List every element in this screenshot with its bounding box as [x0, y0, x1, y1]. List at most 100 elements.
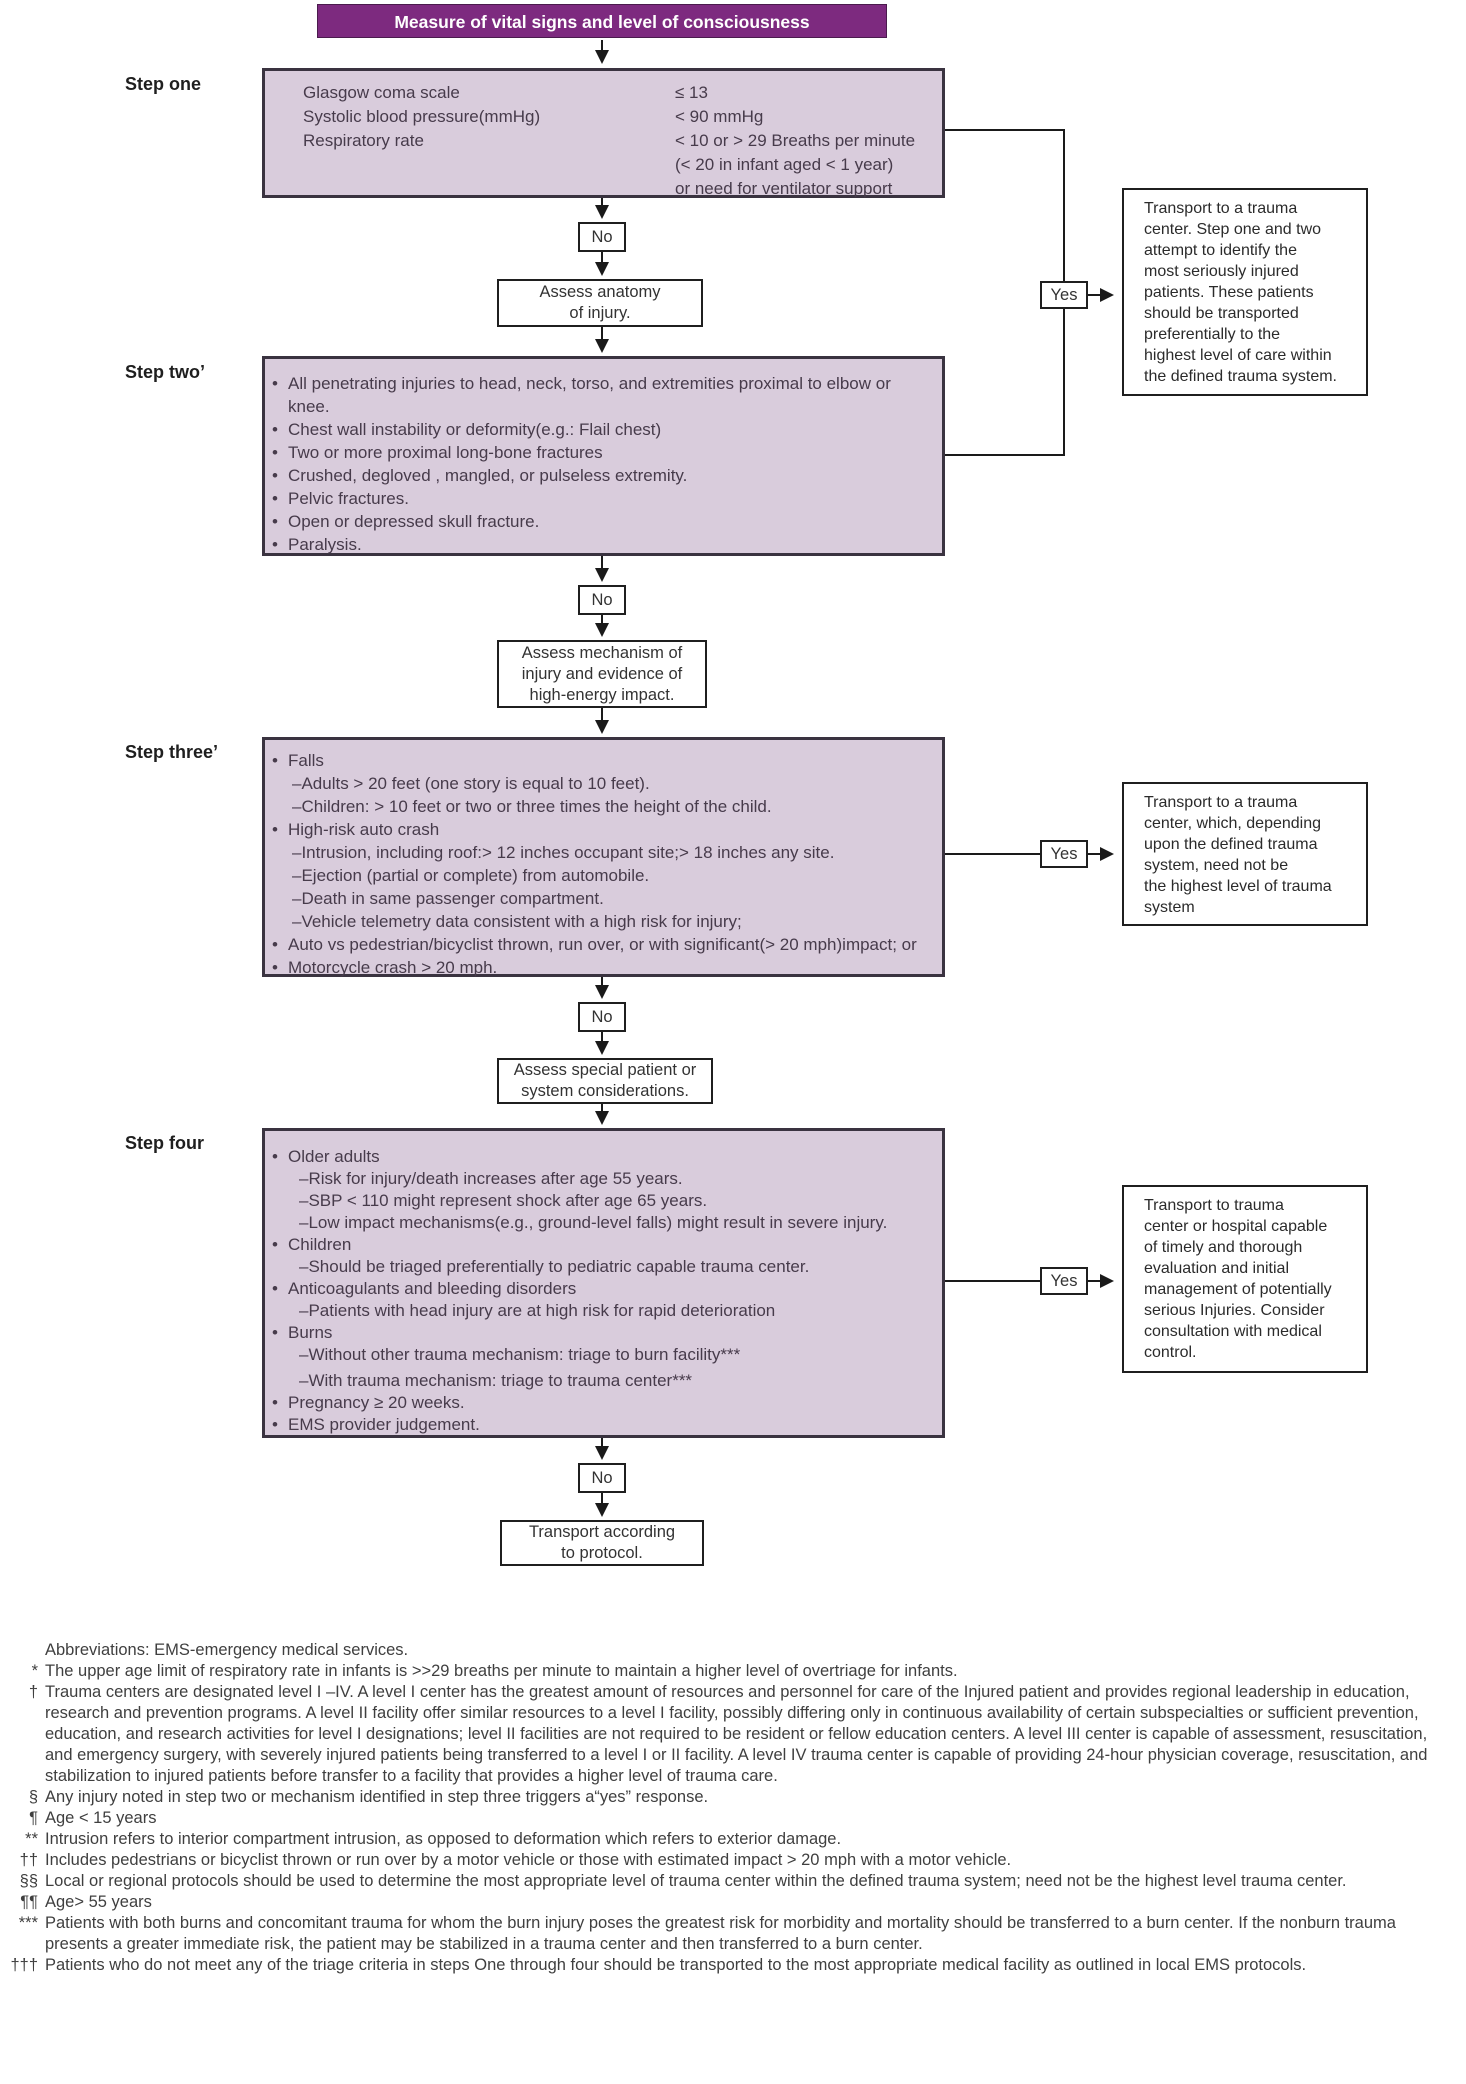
criteria-line: –Intrusion, including roof:> 12 inches o… [292, 843, 835, 862]
vital-signs-values: ≤ 13 < 90 mmHg < 10 or > 29 Breaths per … [675, 81, 915, 201]
footnote-marker: §§ [19, 1872, 38, 1890]
footnote-marker [0, 1640, 45, 1661]
criteria-line: Chest wall instability or deformity(e.g.… [265, 418, 928, 441]
criteria-line: Systolic blood pressure(mmHg) [303, 107, 541, 126]
criteria-line: –Low impact mechanisms(e.g., ground-leve… [299, 1213, 888, 1232]
footnote-row: ††† Patients who do not meet any of the t… [0, 1955, 1452, 1976]
footnote-text: Age < 15 years [45, 1809, 157, 1827]
no-box-2: No [578, 585, 626, 615]
footnote-marker: * [31, 1662, 38, 1680]
criteria-line: or need for ventilator support [675, 179, 893, 198]
step-one-criteria-box: Glasgow coma scale Systolic blood pressu… [262, 68, 945, 198]
footnote-text: Intrusion refers to interior compartment… [45, 1830, 842, 1848]
yes-box-2: Yes [1040, 840, 1088, 868]
no-label: No [591, 1468, 613, 1487]
vital-signs-names: Glasgow coma scale Systolic blood pressu… [303, 81, 540, 153]
footnote-marker: ††† [10, 1956, 38, 1974]
step-four-criteria-box: Older adults –Risk for injury/death incr… [262, 1128, 945, 1438]
footnote-row: ** Intrusion refers to interior compartme… [0, 1829, 1452, 1850]
transport-trauma-center-box-3: Transport to trauma center or hospital c… [1122, 1185, 1368, 1373]
yes-label: Yes [1050, 844, 1078, 863]
step-two-criteria-box: All penetrating injuries to head, neck, … [262, 356, 945, 556]
footnote-row: * The upper age limit of respiratory rate… [0, 1661, 1452, 1682]
no-label: No [591, 590, 613, 609]
assess-special-box: Assess special patient or system conside… [497, 1058, 713, 1104]
footnote-marker: ¶¶ [20, 1893, 38, 1911]
criteria-line: –With trauma mechanism: triage to trauma… [299, 1371, 693, 1390]
no-box-4: No [578, 1463, 626, 1493]
criteria-line: Pregnancy ≥ 20 weeks. [265, 1392, 936, 1414]
step-three-label: Step three’ [125, 742, 219, 762]
criteria-line: –Death in same passenger compartment. [292, 889, 604, 908]
footnotes: Abbreviations: EMS-emergency medical ser… [0, 1640, 1452, 1976]
criteria-line: –Should be triaged preferentially to ped… [299, 1257, 810, 1276]
criteria-line: –SBP < 110 might represent shock after a… [299, 1191, 708, 1210]
criteria-line: Falls [265, 749, 936, 772]
criteria-line: Auto vs pedestrian/bicyclist thrown, run… [265, 933, 936, 956]
criteria-line: Older adults [265, 1146, 936, 1168]
criteria-line: Burns [265, 1322, 936, 1344]
footnote-row: §§ Local or regional protocols should be … [0, 1871, 1452, 1892]
criteria-line: –Adults > 20 feet (one story is equal to… [292, 774, 650, 793]
no-box-1: No [578, 222, 626, 252]
criteria-line: Pelvic fractures. [265, 487, 928, 510]
criteria-line: Open or depressed skull fracture. [265, 510, 928, 533]
footnote-row: † Trauma centers are designated level I –… [0, 1682, 1452, 1787]
footnote-text: Includes pedestrians or bicyclist thrown… [45, 1851, 1012, 1869]
criteria-line: –Ejection (partial or complete) from aut… [292, 866, 650, 885]
criteria-line: Two or more proximal long-bone fractures [265, 441, 928, 464]
footnote-text: Local or regional protocols should be us… [45, 1872, 1347, 1890]
footnote-marker: ¶ [29, 1809, 38, 1827]
criteria-line: High-risk auto crash [265, 818, 936, 841]
yes-label: Yes [1050, 285, 1078, 304]
yes-box-3: Yes [1040, 1267, 1088, 1295]
criteria-line: EMS provider judgement. [265, 1414, 936, 1436]
criteria-line: –Children: > 10 feet or two or three tim… [292, 797, 772, 816]
assess-anatomy-box: Assess anatomy of injury. [497, 279, 703, 327]
criteria-line: Children [265, 1234, 936, 1256]
transport-trauma-center-box-1: Transport to a trauma center. Step one a… [1122, 188, 1368, 396]
footnote-marker: †† [19, 1851, 38, 1869]
footnote-text: The upper age limit of respiratory rate … [45, 1662, 958, 1680]
footnote-row: *** Patients with both burns and concomit… [0, 1913, 1452, 1955]
step-four-label: Step four [125, 1133, 204, 1153]
step-one-label: Step one [125, 74, 202, 94]
criteria-line: Glasgow coma scale [303, 83, 460, 102]
footnote-row: § Any injury noted in step two or mechani… [0, 1787, 1452, 1808]
flowchart-title: Measure of vital signs and level of cons… [317, 4, 887, 38]
criteria-line: ≤ 13 [675, 83, 708, 102]
footnote-text: Trauma centers are designated level I –I… [45, 1683, 1428, 1785]
footnote-marker: † [28, 1683, 38, 1701]
criteria-line: –Vehicle telemetry data consistent with … [292, 912, 742, 931]
criteria-line: Respiratory rate [303, 131, 424, 150]
criteria-line: –Risk for injury/death increases after a… [299, 1169, 683, 1188]
yes-box-1: Yes [1040, 281, 1088, 309]
footnote-text: Any injury noted in step two or mechanis… [45, 1788, 709, 1806]
footnote-text: Age> 55 years [45, 1893, 152, 1911]
footnote-marker: *** [18, 1914, 38, 1932]
step-three-criteria-box: Falls –Adults > 20 feet (one story is eq… [262, 737, 945, 979]
footnote-row: †† Includes pedestrians or bicyclist thro… [0, 1850, 1452, 1871]
criteria-line: All penetrating injuries to head, neck, … [265, 372, 928, 418]
transport-trauma-center-box-2: Transport to a trauma center, which, dep… [1122, 782, 1368, 926]
criteria-line: –Patients with head injury are at high r… [299, 1301, 776, 1320]
footnote-row: ¶ Age < 15 years [0, 1808, 1452, 1829]
criteria-line: Anticoagulants and bleeding disorders [265, 1278, 936, 1300]
criteria-line: Crushed, degloved , mangled, or pulseles… [265, 464, 928, 487]
transport-protocol-box: Transport according to protocol. [500, 1520, 704, 1566]
footnote-text: Abbreviations: EMS-emergency medical ser… [45, 1641, 409, 1659]
assess-mechanism-box: Assess mechanism of injury and evidence … [497, 640, 707, 708]
criteria-line: < 10 or > 29 Breaths per minute [675, 131, 916, 150]
footnote-marker: § [28, 1788, 38, 1806]
footnote-marker: ** [25, 1830, 38, 1848]
criteria-line: –Without other trauma mechanism: triage … [299, 1345, 741, 1364]
footnote-text: Patients with both burns and concomitant… [45, 1914, 1396, 1953]
criteria-line: < 90 mmHg [675, 107, 764, 126]
step-two-label: Step two’ [125, 362, 205, 382]
criteria-line: Paralysis. [265, 533, 928, 556]
criteria-line: (< 20 in infant aged < 1 year) [675, 155, 894, 174]
footnote-text: Patients who do not meet any of the tria… [45, 1956, 1307, 1974]
no-label: No [591, 227, 613, 246]
criteria-line: Motorcycle crash > 20 mph. [265, 956, 936, 979]
